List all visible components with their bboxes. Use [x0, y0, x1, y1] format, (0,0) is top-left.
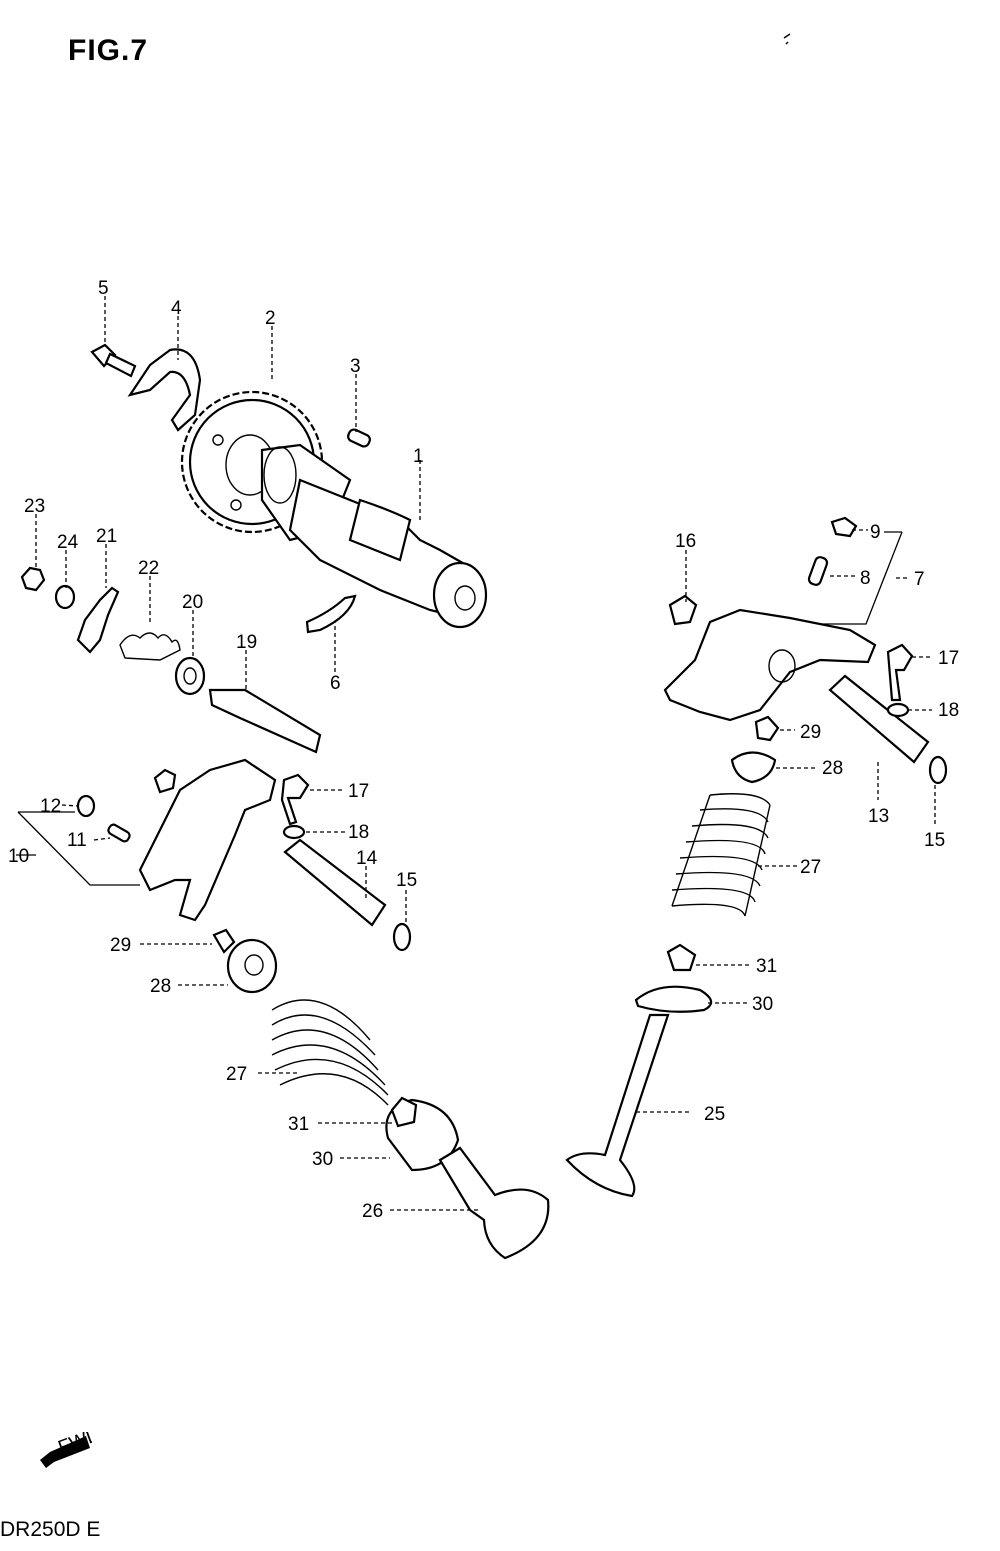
- fwd-text: FWD: [56, 1432, 92, 1459]
- rocker-arm-right: [663, 608, 877, 722]
- label-part-3: 3: [350, 356, 361, 377]
- rocker-bore: [768, 649, 796, 683]
- washer: [54, 584, 76, 610]
- rocker-arm-left: [138, 758, 277, 922]
- label-part-18a: 18: [348, 822, 369, 843]
- scan-speck: [783, 33, 791, 45]
- label-part-23: 23: [24, 496, 45, 517]
- rocker-pad: [153, 768, 177, 794]
- sprocket-bolt: [90, 343, 137, 378]
- collet-left: [390, 1096, 418, 1128]
- washer-right: [886, 702, 910, 718]
- valve-spring-left: [271, 999, 389, 1106]
- label-part-15b: 15: [924, 830, 945, 851]
- camshaft: [260, 443, 488, 629]
- label-part-30a: 30: [312, 1149, 333, 1170]
- decomp-shaft: [208, 688, 322, 754]
- rocker-shaft-right: [828, 674, 930, 764]
- nut: [20, 566, 46, 592]
- valve-spring-right: [671, 793, 771, 917]
- decomp-spring: [119, 632, 181, 661]
- label-part-29a: 29: [110, 935, 131, 956]
- label-part-27b: 27: [800, 857, 821, 878]
- washer-left: [282, 824, 306, 840]
- adjuster-screw-right: [807, 556, 829, 586]
- label-part-10: 10: [8, 846, 29, 867]
- label-part-17b: 17: [938, 648, 959, 669]
- dowel-pin: [347, 428, 371, 448]
- label-part-19: 19: [236, 632, 257, 653]
- rocker-pad-right: [668, 594, 698, 626]
- circlip: [305, 594, 357, 634]
- label-part-4: 4: [171, 298, 182, 319]
- fwd-arrow-badge: FWD: [36, 1424, 103, 1470]
- rocker-shaft-left: [283, 838, 387, 927]
- label-part-28a: 28: [150, 976, 171, 997]
- adjuster-screw: [107, 823, 131, 843]
- oil-seal: [174, 656, 206, 696]
- label-part-31b: 31: [756, 956, 777, 977]
- label-part-12: 12: [40, 796, 61, 817]
- label-part-30b: 30: [752, 994, 773, 1015]
- adjuster-nut: [76, 794, 96, 818]
- label-part-15a: 15: [396, 870, 417, 891]
- label-part-13: 13: [868, 806, 889, 827]
- model-code: DR250D E: [0, 1518, 101, 1541]
- spring-seat-right: [730, 751, 777, 784]
- o-ring: [392, 922, 412, 952]
- label-part-14: 14: [356, 848, 378, 869]
- label-part-25: 25: [704, 1104, 725, 1125]
- intake-valve: [565, 1013, 670, 1198]
- figure-title: FIG.7: [68, 34, 149, 67]
- label-part-28b: 28: [822, 758, 843, 779]
- label-part-6: 6: [330, 673, 341, 694]
- decomp-lever: [76, 586, 120, 654]
- cotter-right: [754, 715, 780, 742]
- leader-lines: [16, 296, 936, 1211]
- adjuster-nut-right: [830, 516, 858, 538]
- label-part-8: 8: [860, 568, 871, 589]
- label-part-26: 26: [362, 1201, 383, 1222]
- label-part-20: 20: [182, 592, 203, 613]
- o-ring-right: [928, 755, 948, 785]
- label-part-7: 7: [914, 569, 925, 590]
- lock-washer: [127, 348, 202, 432]
- label-part-17a: 17: [348, 781, 369, 802]
- label-part-29b: 29: [800, 722, 821, 743]
- exhaust-valve: [438, 1146, 550, 1260]
- bolt-left: [280, 773, 310, 826]
- bolt-right: [886, 643, 914, 702]
- label-part-24: 24: [57, 532, 79, 553]
- cotter-left: [212, 928, 236, 954]
- label-part-31a: 31: [288, 1114, 309, 1135]
- label-part-11: 11: [67, 830, 87, 851]
- label-part-27a: 27: [226, 1064, 247, 1085]
- label-part-2: 2: [265, 308, 276, 329]
- spring-retainer-right: [634, 985, 713, 1013]
- label-part-9: 9: [870, 522, 881, 543]
- label-part-22: 22: [138, 558, 159, 579]
- collet-right: [666, 943, 697, 972]
- label-part-1: 1: [413, 446, 424, 467]
- label-part-21: 21: [96, 526, 117, 547]
- spring-seat-left: [226, 938, 278, 994]
- label-part-18b: 18: [938, 700, 959, 721]
- label-part-5: 5: [98, 278, 109, 299]
- part-labels: 5 4 2 3 1 6 23 24 21 22 20 19 12 11 10 1…: [8, 278, 959, 1222]
- label-part-16: 16: [675, 531, 696, 552]
